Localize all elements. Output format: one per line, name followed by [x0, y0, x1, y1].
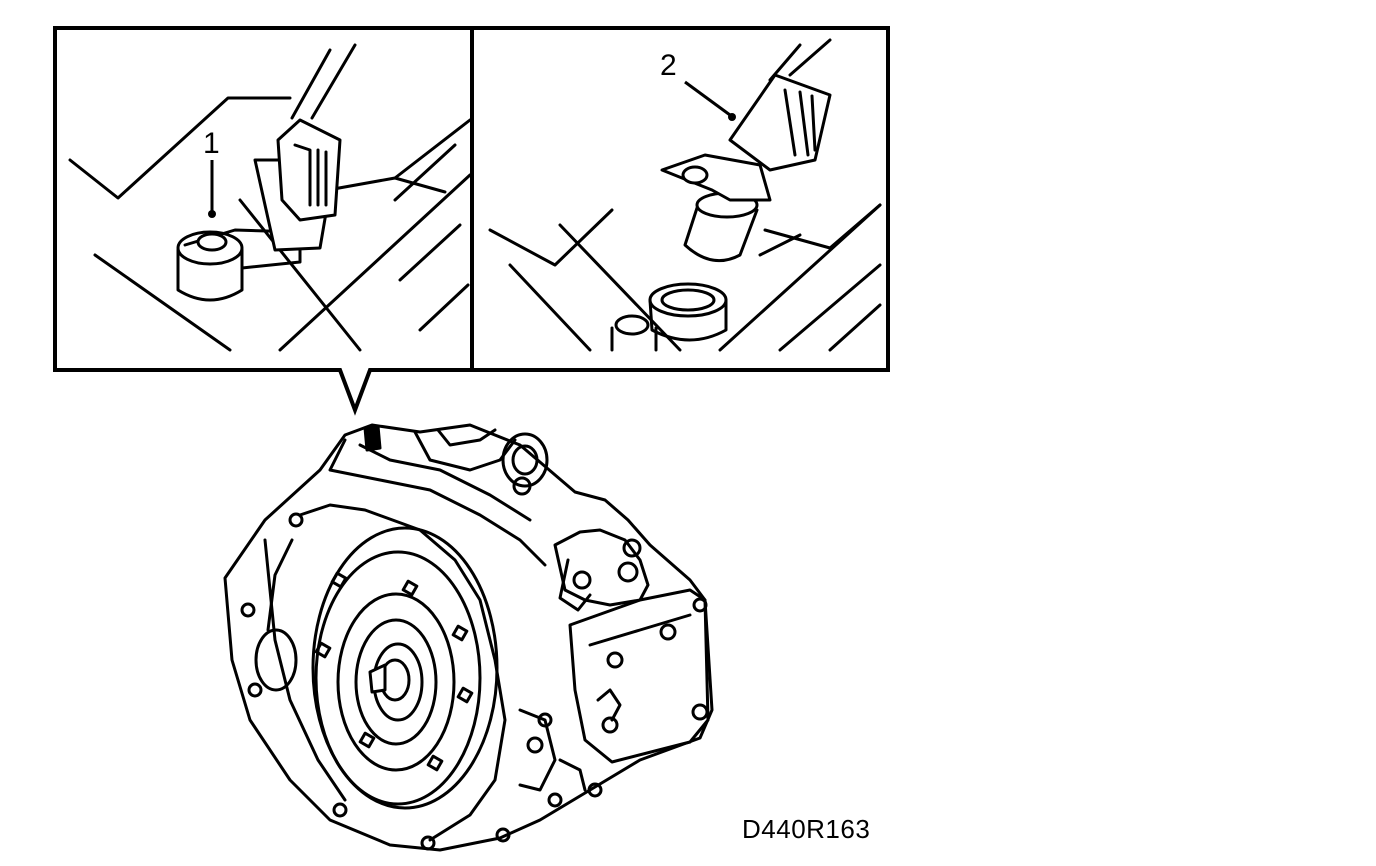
callout-2-dot	[728, 113, 736, 121]
figure-code: D440R163	[742, 814, 871, 844]
transmission-assembly	[223, 423, 714, 852]
panel-removed-sensor	[488, 38, 882, 352]
torque-converter	[314, 550, 482, 806]
callout-1-dot	[208, 210, 216, 218]
callout-2: 2	[660, 49, 736, 121]
panel-installed-sensor	[68, 43, 472, 352]
callout-2-label: 2	[660, 49, 677, 82]
callout-1: 1	[203, 127, 220, 218]
detail-inset	[53, 26, 890, 416]
callout-2-leader	[684, 80, 731, 117]
sensor-location-marker	[363, 424, 382, 452]
callout-1-label: 1	[203, 127, 220, 160]
